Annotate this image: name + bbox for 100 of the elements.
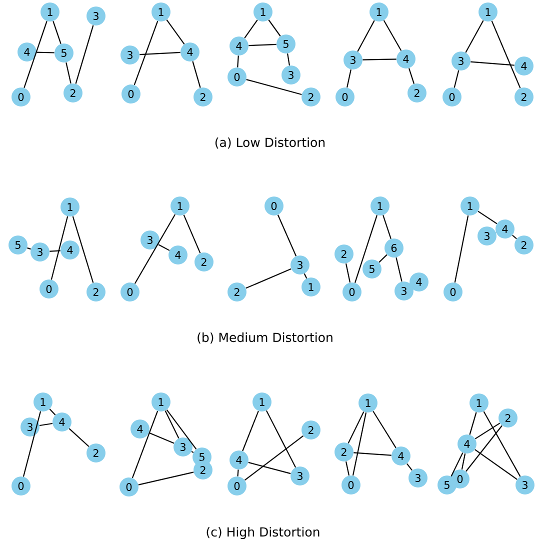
edge-line: [491, 20, 521, 88]
graph-node: 1: [358, 394, 378, 412]
edge-line: [50, 250, 60, 252]
edge-line: [345, 461, 350, 476]
edge-line: [277, 214, 297, 256]
node-label: 2: [200, 466, 206, 474]
graph-node: 0: [40, 280, 58, 298]
edge-line: [304, 273, 308, 279]
edge-line: [248, 462, 291, 474]
graph-node: 3: [452, 52, 470, 70]
graph-node: 3: [394, 282, 414, 300]
edge-line: [166, 409, 197, 450]
edge-line: [40, 422, 52, 426]
edge-line: [466, 425, 502, 472]
graph-node: 4: [392, 446, 410, 466]
edge-line: [246, 79, 302, 95]
edge-line: [244, 435, 304, 481]
edge-line: [242, 410, 259, 452]
graph-node: 4: [168, 246, 188, 264]
graph-node: 2: [194, 88, 212, 106]
edge-line: [49, 408, 56, 416]
graph-node: 1: [302, 278, 320, 296]
edge-line: [465, 20, 484, 53]
edge-line: [352, 412, 367, 476]
graph-node: 1: [40, 2, 60, 22]
graph-node: 3: [408, 468, 428, 488]
graph-node: 3: [478, 226, 496, 246]
graph-node: 2: [86, 282, 106, 302]
edge-line: [470, 61, 514, 66]
edge-line: [474, 422, 500, 440]
graph-node: 0: [228, 68, 246, 86]
edge-line: [134, 20, 158, 86]
edge-line: [454, 70, 460, 88]
graph-node: 3: [140, 230, 160, 250]
edge-line: [450, 452, 464, 477]
edge-line: [148, 432, 174, 444]
edge-line: [268, 20, 281, 36]
edge-line: [354, 215, 378, 283]
graph-node: 2: [86, 444, 106, 462]
graph-node: 2: [194, 460, 212, 480]
graph-node: 4: [410, 272, 428, 292]
graph-node: 0: [12, 476, 30, 496]
graph-node: 3: [516, 476, 534, 494]
edge-line: [75, 25, 94, 84]
graph-node: 0: [442, 88, 462, 106]
edge-line: [248, 44, 276, 46]
node-label: 5: [199, 453, 204, 461]
edge-line: [345, 263, 351, 283]
edge-line: [66, 62, 72, 84]
edge-line: [378, 254, 388, 263]
graph-node: 4: [230, 36, 248, 56]
graph-node: 4: [458, 434, 476, 454]
graph-node: 2: [514, 236, 534, 254]
node-label: 0: [457, 475, 463, 483]
graph-node: 3: [174, 438, 192, 456]
edge-line: [483, 411, 521, 477]
graph-node: 6: [384, 238, 404, 258]
graph-node: 3: [30, 242, 50, 262]
edge-line: [72, 216, 94, 283]
graph-node: 0: [122, 84, 140, 104]
edge-line: [382, 215, 392, 239]
graph-node: 2: [194, 252, 214, 272]
graph-node: 4: [130, 420, 150, 438]
edge-line: [140, 52, 180, 56]
panel-caption: (b) Medium Distortion: [198, 332, 332, 344]
graph-node: 1: [254, 2, 272, 22]
edge-line: [406, 463, 412, 471]
graph-node: 5: [54, 44, 74, 62]
graph-node: 0: [336, 88, 354, 106]
edge-line: [22, 411, 42, 477]
edge-line: [396, 257, 402, 282]
graph-node: 3: [290, 466, 310, 486]
graph-node: 4: [60, 240, 80, 260]
graph-node: 0: [444, 282, 462, 302]
graph-node: 1: [470, 394, 488, 412]
graph-node: 3: [20, 418, 40, 436]
graph-node: 0: [342, 476, 360, 494]
graph-node: 4: [18, 42, 36, 62]
edge-line: [474, 449, 518, 480]
graph-node: 3: [290, 256, 310, 274]
edge-line: [357, 20, 375, 52]
graph-node: 1: [460, 196, 480, 216]
edge-line: [68, 428, 90, 447]
graph-node: 2: [228, 282, 246, 302]
edge-line: [134, 214, 176, 284]
graph-node: 5: [438, 476, 456, 494]
graph-node: 5: [276, 34, 296, 54]
graph-node: 4: [230, 450, 248, 470]
edge-line: [469, 412, 477, 435]
node-label: 5: [444, 481, 450, 489]
edge-line: [512, 234, 517, 240]
edge-line: [287, 54, 290, 66]
graph-node: 1: [252, 392, 272, 412]
graph-node: 1: [60, 198, 80, 216]
graph-node: 1: [34, 392, 52, 412]
edge-line: [24, 21, 48, 88]
graph-node: 0: [12, 88, 30, 106]
graph-node: 3: [282, 66, 300, 84]
graph-node: 0: [120, 282, 140, 302]
graph-node: 0: [228, 476, 246, 496]
